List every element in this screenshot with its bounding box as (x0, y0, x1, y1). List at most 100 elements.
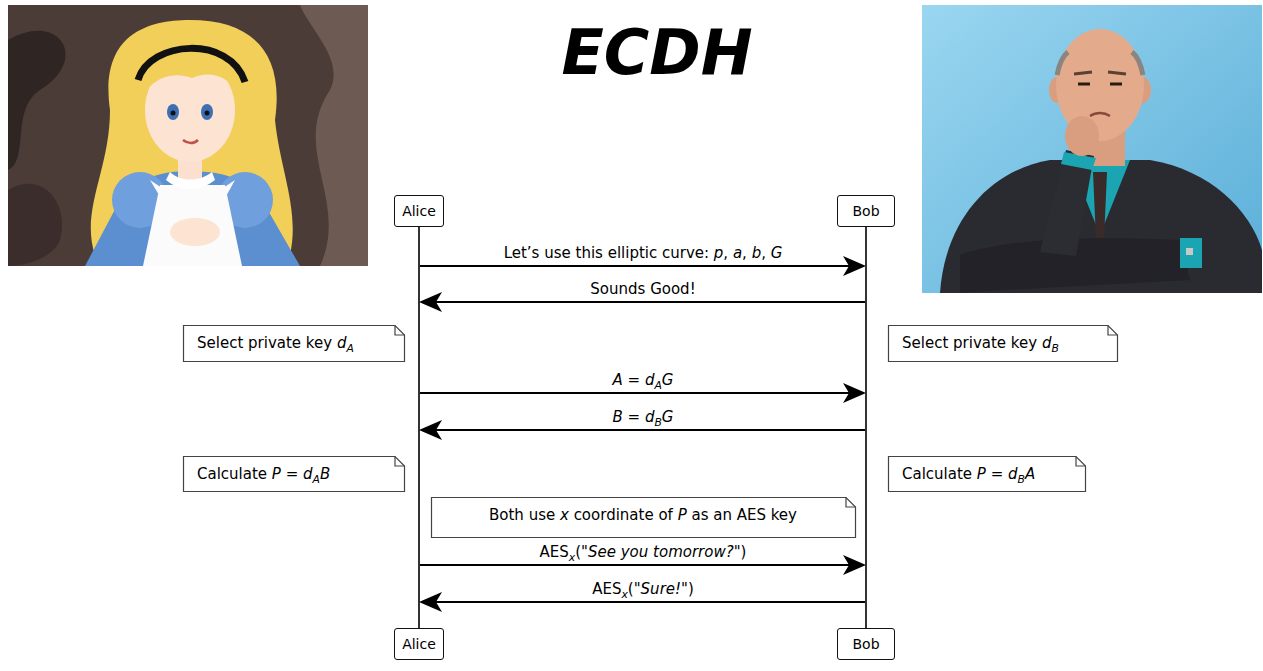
arrow-head (843, 256, 866, 276)
note-shape (889, 326, 1118, 362)
alice-background (8, 5, 368, 266)
participant-box: Alice (394, 628, 444, 660)
text-run: p (714, 244, 724, 262)
text-run: Calculate (197, 465, 272, 483)
text-run: "See you tomorrow?" (581, 543, 740, 561)
text-run: Bob (852, 203, 879, 219)
note-fold (395, 326, 405, 336)
bob-illustration (922, 5, 1262, 293)
text-run: d (337, 334, 347, 352)
text-run: B (613, 408, 623, 426)
alice-collar (166, 172, 215, 189)
message-label: AESx("Sure!") (592, 580, 694, 598)
text-run: ( (628, 580, 634, 598)
text-run: Calculate (902, 465, 977, 483)
text-run: P (977, 465, 986, 483)
text-run: Bob (852, 636, 879, 652)
message-label: Sounds Good! (590, 280, 695, 298)
bob-hair (1057, 52, 1143, 75)
note-fold (1108, 326, 1118, 336)
bob-brow (1074, 72, 1126, 74)
background-swirl (300, 5, 368, 266)
text-run: , (742, 244, 752, 262)
arrow-head (419, 420, 442, 440)
background-swirl (8, 184, 62, 266)
note-box: Calculate P = dBA (888, 456, 1086, 492)
text-run: Select private key (197, 334, 337, 352)
text-run: P (272, 465, 281, 483)
text-run: A (613, 371, 623, 389)
text-run: ) (688, 580, 694, 598)
participant-box: Bob (837, 628, 895, 660)
text-run: b (752, 244, 762, 262)
note-text: Select private key dB (902, 334, 1104, 352)
alice-hands (170, 218, 220, 246)
arrow-head (419, 592, 442, 612)
text-run: G (662, 371, 674, 389)
alice-dress (85, 172, 300, 266)
text-run: "Sure!" (634, 580, 688, 598)
message-label: B = dBG (613, 408, 674, 426)
text-run: AES (592, 580, 621, 598)
participant-name: Bob (845, 635, 887, 653)
note-text: Both use x coordinate of P as an AES key (445, 506, 842, 524)
text-run: x (560, 506, 569, 524)
bob-background (922, 5, 1262, 293)
text-run: ) (741, 543, 747, 561)
alice-mouth (183, 140, 198, 143)
text-run: = (623, 408, 645, 426)
text-run: coordinate of (569, 506, 678, 524)
message-label: A = dAG (613, 371, 674, 389)
text-run: G (662, 408, 674, 426)
text-run: a (733, 244, 742, 262)
participant-name: Bob (845, 202, 887, 220)
alice-headband (138, 48, 245, 82)
text-run: Alice (402, 203, 436, 219)
alice-apron (143, 185, 242, 266)
message-label: Let’s use this elliptic curve: p, a, b, … (504, 244, 783, 262)
text-run: B (1051, 342, 1058, 355)
alice-hair (91, 20, 293, 255)
bob-mouth (1090, 113, 1110, 116)
bob-cufflink (1186, 248, 1193, 255)
lifeline (865, 227, 867, 628)
note-text: Calculate P = dBA (902, 465, 1072, 483)
text-run: d (1008, 465, 1018, 483)
message-line (433, 301, 865, 303)
bob-hand (1065, 116, 1099, 156)
note-text: Select private key dA (197, 334, 391, 352)
text-run: Let’s use this elliptic curve: (504, 244, 714, 262)
arrow-head (419, 292, 442, 312)
arrow-head (843, 555, 866, 575)
note-shape (184, 457, 405, 492)
message-line (420, 392, 852, 394)
note-box: Calculate P = dAB (183, 456, 405, 492)
text-run: x (569, 551, 575, 564)
text-run: A (1025, 465, 1035, 483)
text-run: = (623, 371, 645, 389)
message-arrows (419, 256, 866, 612)
text-run: x (621, 588, 627, 601)
alice-pupil (205, 111, 210, 116)
note-shape (184, 326, 405, 362)
text-run: A (346, 342, 353, 355)
background-swirl (8, 31, 66, 170)
lifeline (418, 227, 420, 628)
message-label: AESx("See you tomorrow?") (540, 543, 747, 561)
text-run: Sounds Good! (590, 280, 695, 298)
arrow-head (843, 383, 866, 403)
text-run: B (1018, 473, 1025, 486)
alice-eye (167, 104, 179, 120)
note-shape (431, 498, 855, 538)
alice-pupil (171, 111, 176, 116)
text-run: , (761, 244, 771, 262)
message-line (420, 265, 852, 267)
alice-eye (201, 104, 213, 120)
message-line (420, 564, 852, 566)
diagram-title: ECDH (561, 18, 752, 88)
note-fold (395, 457, 405, 467)
text-run: d (645, 371, 655, 389)
participant-box: Bob (837, 195, 895, 227)
bob-cuff (1180, 238, 1202, 268)
